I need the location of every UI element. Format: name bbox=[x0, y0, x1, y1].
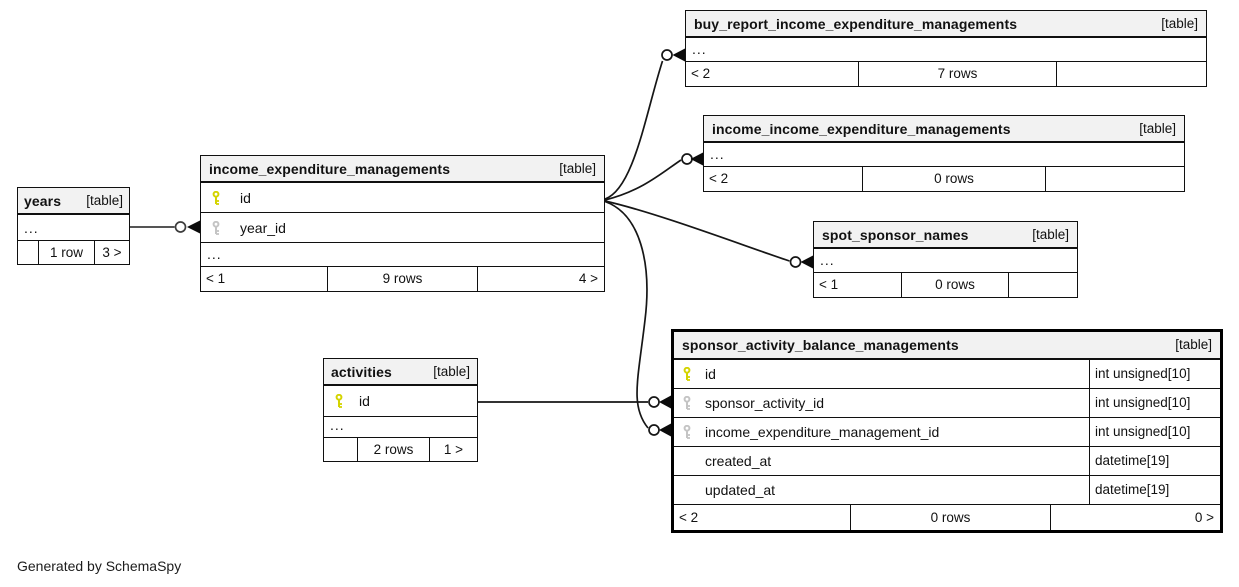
column-row: id bbox=[324, 386, 477, 417]
column-type: int unsigned[10] bbox=[1089, 360, 1220, 388]
table-years: years [table] ... 1 row 3 > bbox=[17, 187, 130, 265]
children-count bbox=[1009, 273, 1077, 297]
column-type: datetime[19] bbox=[1089, 447, 1220, 475]
table-income-income-expenditure-managements: income_income_expenditure_managements [t… bbox=[703, 115, 1185, 192]
children-count: 0 > bbox=[1194, 509, 1214, 525]
column-row: id int unsigned[10] bbox=[674, 360, 1220, 389]
column-name: year_id bbox=[240, 219, 286, 236]
column-type: int unsigned[10] bbox=[1089, 389, 1220, 417]
columns-ellipsis: ... bbox=[18, 215, 129, 241]
parents-count: < 2 bbox=[704, 167, 863, 191]
row-count: 7 rows bbox=[859, 62, 1057, 86]
table-tag: [table] bbox=[559, 160, 596, 176]
children-count: 4 > bbox=[578, 271, 598, 287]
column-row: income_expenditure_management_id int uns… bbox=[674, 418, 1220, 447]
fk-arrowhead bbox=[187, 220, 200, 234]
table-activities: activities [table] id ... 2 rows 1 > bbox=[323, 358, 478, 462]
column-type: int unsigned[10] bbox=[1089, 418, 1220, 446]
relationship-iem-buyreport bbox=[604, 60, 664, 200]
table-name[interactable]: income_expenditure_managements bbox=[209, 160, 451, 177]
children-count bbox=[1057, 62, 1206, 86]
fk-arrowhead bbox=[690, 152, 703, 166]
column-name: sponsor_activity_id bbox=[705, 395, 825, 411]
column-row: updated_at datetime[19] bbox=[674, 476, 1220, 505]
columns-ellipsis: ... bbox=[814, 249, 1077, 273]
column-name: updated_at bbox=[705, 482, 776, 498]
row-count: 0 rows bbox=[902, 273, 1009, 297]
relationship-iem-incomeincome bbox=[604, 159, 682, 201]
parents-count: < 2 bbox=[674, 505, 851, 530]
zero-one-circle bbox=[789, 256, 802, 268]
foreign-key-icon bbox=[212, 220, 220, 235]
relationship-iem-spotsponsor bbox=[604, 200, 790, 262]
column-row: sponsor_activity_id int unsigned[10] bbox=[674, 389, 1220, 418]
table-name[interactable]: buy_report_income_expenditure_management… bbox=[694, 15, 1018, 32]
primary-key-icon bbox=[212, 190, 220, 205]
primary-key-icon bbox=[683, 367, 691, 381]
children-count bbox=[1046, 167, 1184, 191]
columns-ellipsis: ... bbox=[704, 143, 1184, 167]
row-count: 9 rows bbox=[328, 267, 478, 291]
table-name[interactable]: activities bbox=[331, 363, 392, 380]
fk-arrowhead bbox=[659, 423, 671, 437]
zero-one-circle bbox=[174, 221, 187, 233]
table-tag: [table] bbox=[1032, 226, 1069, 242]
column-row: id bbox=[201, 183, 604, 213]
column-type: datetime[19] bbox=[1089, 476, 1220, 504]
children-count: 3 > bbox=[102, 244, 122, 260]
column-name: id bbox=[705, 366, 716, 382]
parents-count bbox=[324, 438, 358, 461]
zero-one-circle bbox=[661, 49, 673, 61]
parents-count: < 1 bbox=[814, 273, 902, 297]
children-count: 1 > bbox=[443, 441, 464, 457]
zero-one-circle bbox=[648, 396, 660, 408]
row-count: 2 rows bbox=[358, 438, 430, 461]
column-name: id bbox=[359, 393, 370, 409]
icon-spacer bbox=[681, 454, 693, 468]
table-tag: [table] bbox=[433, 363, 470, 379]
table-name[interactable]: years bbox=[24, 192, 62, 209]
column-name: income_expenditure_management_id bbox=[705, 424, 940, 440]
column-row: created_at datetime[19] bbox=[674, 447, 1220, 476]
column-name: id bbox=[240, 189, 251, 206]
relationship-iem-sabm bbox=[604, 200, 649, 429]
parents-count: < 1 bbox=[201, 267, 328, 291]
columns-ellipsis: ... bbox=[324, 417, 477, 438]
columns-ellipsis: ... bbox=[201, 243, 604, 267]
column-row: year_id bbox=[201, 213, 604, 243]
table-buy-report-income-expenditure-managements: buy_report_income_expenditure_management… bbox=[685, 10, 1207, 87]
row-count: 1 row bbox=[39, 241, 95, 264]
table-spot-sponsor-names: spot_sponsor_names [table] ... < 1 0 row… bbox=[813, 221, 1078, 298]
table-tag: [table] bbox=[1161, 15, 1198, 31]
foreign-key-icon bbox=[683, 396, 691, 410]
table-name[interactable]: sponsor_activity_balance_managements bbox=[682, 337, 959, 353]
table-name[interactable]: spot_sponsor_names bbox=[822, 226, 969, 243]
table-income-expenditure-managements: income_expenditure_managements [table] i… bbox=[200, 155, 605, 292]
primary-key-icon bbox=[335, 394, 343, 408]
row-count: 0 rows bbox=[863, 167, 1046, 191]
columns-ellipsis: ... bbox=[686, 38, 1206, 62]
table-tag: [table] bbox=[1175, 337, 1212, 353]
table-tag: [table] bbox=[86, 192, 123, 208]
icon-spacer bbox=[681, 483, 693, 497]
parents-count: < 2 bbox=[686, 62, 859, 86]
parents-count bbox=[18, 241, 39, 264]
fk-arrowhead bbox=[672, 48, 685, 62]
row-count: 0 rows bbox=[851, 505, 1051, 530]
fk-arrowhead bbox=[659, 395, 671, 409]
generator-credit: Generated by SchemaSpy bbox=[17, 558, 182, 574]
fk-arrowhead bbox=[800, 255, 813, 269]
zero-one-circle bbox=[648, 424, 660, 436]
table-name[interactable]: income_income_expenditure_managements bbox=[712, 120, 1011, 137]
foreign-key-icon bbox=[683, 425, 691, 439]
table-sponsor-activity-balance-managements: sponsor_activity_balance_managements [ta… bbox=[671, 329, 1223, 533]
column-name: created_at bbox=[705, 453, 772, 469]
table-tag: [table] bbox=[1139, 120, 1176, 136]
